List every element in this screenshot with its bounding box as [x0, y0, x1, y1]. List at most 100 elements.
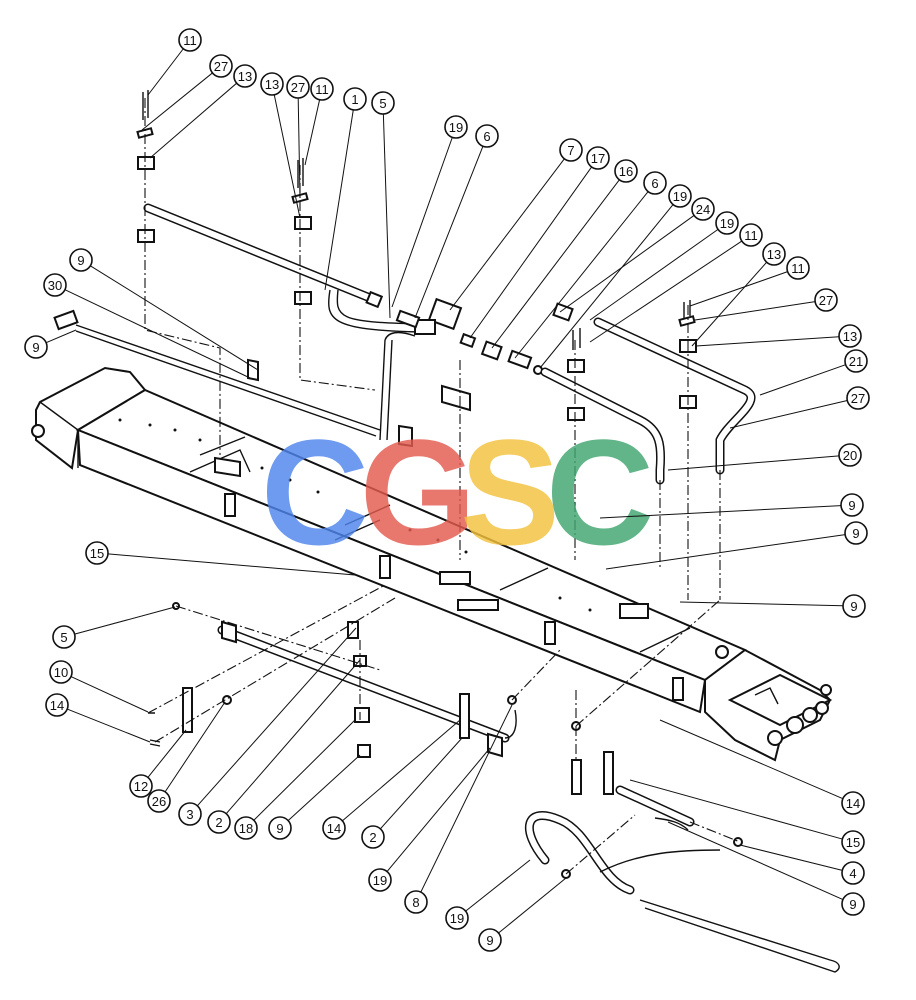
callout-circle [368, 868, 392, 892]
callout-circle [668, 184, 692, 208]
callout-leader [667, 821, 844, 900]
callout-circle [268, 816, 292, 840]
callout: 15 [85, 541, 356, 576]
callout-leader [729, 400, 848, 429]
callout-number: 19 [373, 873, 387, 888]
watermark: C G S C [261, 408, 654, 576]
callout-number: 14 [846, 796, 860, 811]
callout-number: 9 [849, 897, 856, 912]
callout-circle [844, 521, 868, 545]
callout-number: 6 [651, 176, 658, 191]
lower-spray-bar [148, 602, 840, 973]
callout-circle [43, 273, 67, 297]
callout-circle [840, 493, 864, 517]
callout: 14 [659, 719, 865, 815]
callout-circle [404, 890, 428, 914]
callout-number: 9 [486, 933, 493, 948]
callout-leader [342, 719, 461, 822]
callout-leader [469, 166, 593, 339]
callout-circle [286, 75, 310, 99]
callout-leader [297, 97, 301, 199]
callout-number: 12 [134, 779, 148, 794]
callout: 9 [679, 594, 866, 618]
callout: 19 [445, 859, 531, 930]
callout-leader [70, 676, 149, 713]
callout-circle [234, 816, 258, 840]
callout-number: 3 [186, 807, 193, 822]
callout-circle [643, 171, 667, 195]
callout-circle [786, 256, 810, 280]
callout: 11 [689, 256, 810, 307]
callout-leader [689, 271, 788, 307]
callout-number: 27 [291, 80, 305, 95]
callout: 14 [45, 693, 151, 743]
callout: 9 [69, 248, 259, 371]
callout-leader [691, 261, 768, 347]
callout-circle [24, 335, 48, 359]
callout: 19 [368, 747, 491, 892]
callout-circle [762, 242, 786, 266]
callout-circle [361, 825, 385, 849]
callout-number: 13 [265, 77, 279, 92]
callout: 9 [605, 521, 868, 570]
callout-number: 2 [369, 830, 376, 845]
callout-number: 13 [238, 69, 252, 84]
callout-leader [391, 137, 453, 308]
callout-leader [253, 719, 356, 821]
callout-circle [846, 386, 870, 410]
callout-leader [149, 82, 237, 159]
callout: 7 [449, 138, 583, 311]
watermark-letter: C [546, 408, 654, 576]
callout-number: 9 [850, 599, 857, 614]
callout-number: 9 [848, 498, 855, 513]
boom-assembly [31, 366, 833, 762]
callout-number: 21 [849, 354, 863, 369]
callout-circle [838, 443, 862, 467]
callout-leader [465, 859, 531, 912]
callout: 27 [694, 288, 838, 321]
callout-leader [605, 534, 846, 570]
callout-circle [371, 91, 395, 115]
callout: 9 [667, 821, 865, 916]
callout: 3 [178, 627, 357, 826]
callout-leader [287, 754, 361, 821]
callout: 6 [414, 124, 499, 319]
callout-leader [514, 191, 649, 359]
callout-leader [589, 228, 719, 321]
callout: 2 [207, 659, 361, 834]
callout: 17 [469, 146, 610, 339]
callout-number: 13 [843, 329, 857, 344]
callout-number: 2 [215, 815, 222, 830]
callout-leader [90, 265, 259, 371]
callout-circle [322, 816, 346, 840]
callout-circle [691, 197, 715, 221]
callout-circle [841, 861, 865, 885]
callout: 9 [24, 329, 77, 359]
callout: 9 [268, 754, 361, 840]
callout-circle [841, 830, 865, 854]
callout-number: 5 [60, 630, 67, 645]
callout-leader [599, 505, 842, 519]
callout-leader [64, 289, 251, 379]
callout-leader [498, 877, 567, 934]
callout-number: 7 [567, 143, 574, 158]
callout-circle [838, 324, 862, 348]
callout-circle [209, 54, 233, 78]
callout-number: 18 [239, 821, 253, 836]
callout-circle [614, 159, 638, 183]
callout-number: 17 [591, 151, 605, 166]
watermark-letter: G [360, 408, 477, 576]
callout-circle [445, 906, 469, 930]
callout: 27 [286, 75, 310, 199]
callout-number: 9 [77, 253, 84, 268]
callout: 10 [49, 660, 149, 713]
callout-circle [715, 211, 739, 235]
callout-number: 19 [720, 216, 734, 231]
callout-number: 16 [619, 164, 633, 179]
callout: 9 [599, 493, 864, 519]
callout-leader [659, 719, 844, 800]
callout: 11 [304, 77, 334, 166]
callout-number: 9 [852, 526, 859, 541]
callout: 8 [404, 704, 513, 914]
